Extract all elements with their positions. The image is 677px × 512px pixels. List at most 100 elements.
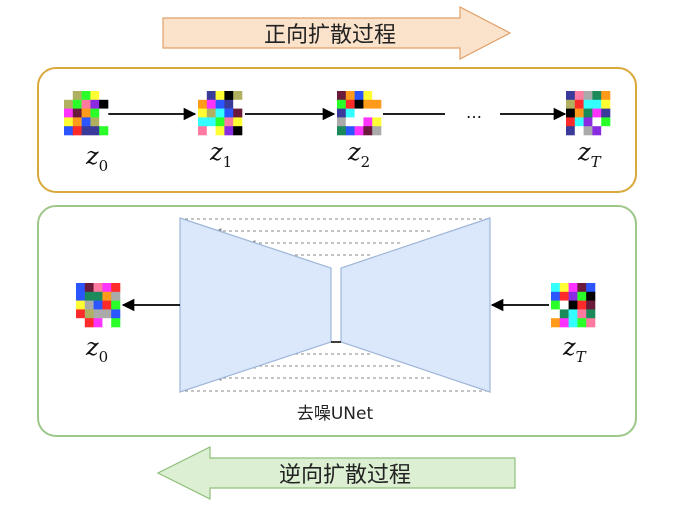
noise-pixel [577, 291, 587, 301]
noise-pixel [72, 108, 82, 118]
noise-pixel [215, 126, 225, 136]
noise-pixel [93, 300, 103, 310]
noise-pixel [64, 108, 74, 118]
noise-pixel [76, 283, 86, 293]
forward-process-box [37, 67, 637, 193]
noise-pixel [90, 99, 100, 109]
noise-pixel [586, 283, 596, 293]
noise-pixel [363, 108, 373, 118]
noise-pixel [84, 291, 94, 301]
unet-label: 去噪UNet [297, 404, 374, 424]
noise-pixel [206, 117, 216, 127]
unet-skip-connections [182, 218, 488, 392]
noise-pixel [551, 283, 561, 293]
noise-pixel [345, 126, 355, 136]
noise-pixel [233, 99, 243, 109]
noise-pixel [102, 283, 112, 293]
noise-pixel [583, 99, 593, 109]
noise-pixel [551, 309, 561, 319]
noise-pixel [198, 91, 208, 101]
noise-pixel [224, 126, 234, 136]
noise-pixel [102, 291, 112, 301]
ellipsis: … [466, 103, 482, 122]
reverse-process-box [37, 205, 637, 437]
label-z1: z1 [209, 138, 232, 171]
noise-pixel [363, 91, 373, 101]
noise-pixel [76, 318, 86, 328]
noise-pixel [559, 291, 569, 301]
noise-pixel [90, 108, 100, 118]
noise-pixel [601, 99, 611, 109]
noise-pixel [551, 318, 561, 328]
noise-pixel [372, 108, 382, 118]
noise-pixel [93, 291, 103, 301]
noise-pixel [568, 300, 578, 310]
noise-pixel [574, 91, 584, 101]
forward-process-arrow: 正向扩散过程 [162, 6, 512, 60]
noise-pixel [81, 99, 91, 109]
noise-pixel [76, 300, 86, 310]
noise-pixel [111, 291, 121, 301]
noise-pixel [363, 117, 373, 127]
noise-image-z2 [337, 91, 382, 136]
noise-pixel [354, 91, 364, 101]
label-z2: z2 [347, 138, 370, 171]
noise-pixel [198, 99, 208, 109]
noise-pixel [206, 108, 216, 118]
noise-pixel [601, 91, 611, 101]
noise-pixel [586, 318, 596, 328]
noise-pixel [84, 309, 94, 319]
noise-pixel [72, 117, 82, 127]
noise-pixel [93, 283, 103, 293]
noise-pixel [583, 108, 593, 118]
noise-pixel [102, 300, 112, 310]
noise-pixel [198, 108, 208, 118]
noise-pixel [337, 117, 347, 127]
noise-pixel [592, 99, 602, 109]
noise-pixel [354, 117, 364, 127]
noise-pixel [84, 300, 94, 310]
noise-pixel [559, 300, 569, 310]
label-input-zT: zT [562, 333, 587, 366]
noise-pixel [64, 117, 74, 127]
noise-pixel [601, 126, 611, 136]
label-output-z0: z0 [85, 333, 108, 366]
noise-pixel [372, 117, 382, 127]
noise-pixel [99, 91, 109, 101]
noise-pixel [81, 108, 91, 118]
noise-pixel [354, 126, 364, 136]
noise-pixel [568, 291, 578, 301]
noise-pixel [372, 126, 382, 136]
noise-pixel [566, 99, 576, 109]
noise-pixel [574, 99, 584, 109]
noise-pixel [592, 117, 602, 127]
noise-pixel [592, 126, 602, 136]
noise-pixel [81, 117, 91, 127]
noise-pixel [99, 108, 109, 118]
noise-pixel [224, 99, 234, 109]
noise-pixel [90, 117, 100, 127]
noise-pixel [337, 99, 347, 109]
reverse-process-arrow: 逆向扩散过程 [156, 446, 516, 500]
noise-pixel [111, 300, 121, 310]
noise-pixel [566, 108, 576, 118]
noise-pixel [601, 117, 611, 127]
noise-pixel [568, 318, 578, 328]
forward-process-label: 正向扩散过程 [264, 23, 396, 48]
noise-pixel [72, 91, 82, 101]
label-zT: zT [577, 138, 602, 171]
noise-pixel [586, 300, 596, 310]
noise-pixel [215, 117, 225, 127]
noise-image-input-zT [551, 283, 596, 328]
noise-pixel [215, 108, 225, 118]
noise-pixel [566, 91, 576, 101]
noise-pixel [337, 108, 347, 118]
noise-pixel [90, 91, 100, 101]
noise-pixel [583, 91, 593, 101]
noise-pixel [99, 117, 109, 127]
noise-pixel [99, 99, 109, 109]
noise-pixel [76, 309, 86, 319]
noise-pixel [551, 300, 561, 310]
noise-pixel [64, 91, 74, 101]
